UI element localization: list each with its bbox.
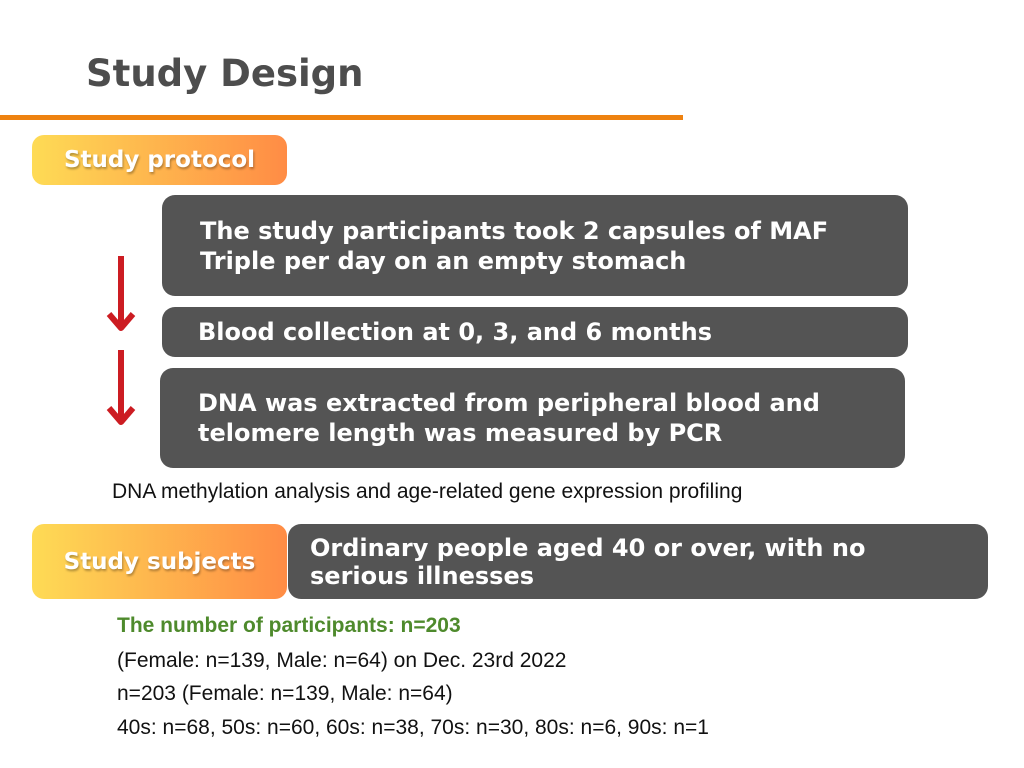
participants-line: n=203 (Female: n=139, Male: n=64) <box>117 682 453 705</box>
title-divider <box>0 115 683 120</box>
subjects-description-box: Ordinary people aged 40 or over, with no… <box>288 524 988 599</box>
study-protocol-label: Study protocol <box>32 135 287 185</box>
step-text: The study participants took 2 capsules o… <box>200 216 829 275</box>
protocol-step-2: Blood collection at 0, 3, and 6 months <box>162 307 908 357</box>
protocol-step-3: DNA was extracted from peripheral blood … <box>160 368 905 468</box>
age-breakdown: 40s: n=68, 50s: n=60, 60s: n=38, 70s: n=… <box>117 716 709 739</box>
subjects-description: Ordinary people aged 40 or over, with no… <box>310 533 866 590</box>
participants-line: (Female: n=139, Male: n=64) on Dec. 23rd… <box>117 649 567 672</box>
arrow-down-icon <box>106 350 136 425</box>
step-text: DNA was extracted from peripheral blood … <box>198 389 820 447</box>
protocol-note: DNA methylation analysis and age-related… <box>112 480 743 503</box>
step-text: Blood collection at 0, 3, and 6 months <box>198 318 712 346</box>
study-subjects-label: Study subjects <box>32 524 287 599</box>
arrow-down-icon <box>106 256 136 331</box>
page-title: Study Design <box>86 52 364 95</box>
participants-count: The number of participants: n=203 <box>117 614 461 637</box>
protocol-step-1: The study participants took 2 capsules o… <box>162 195 908 296</box>
